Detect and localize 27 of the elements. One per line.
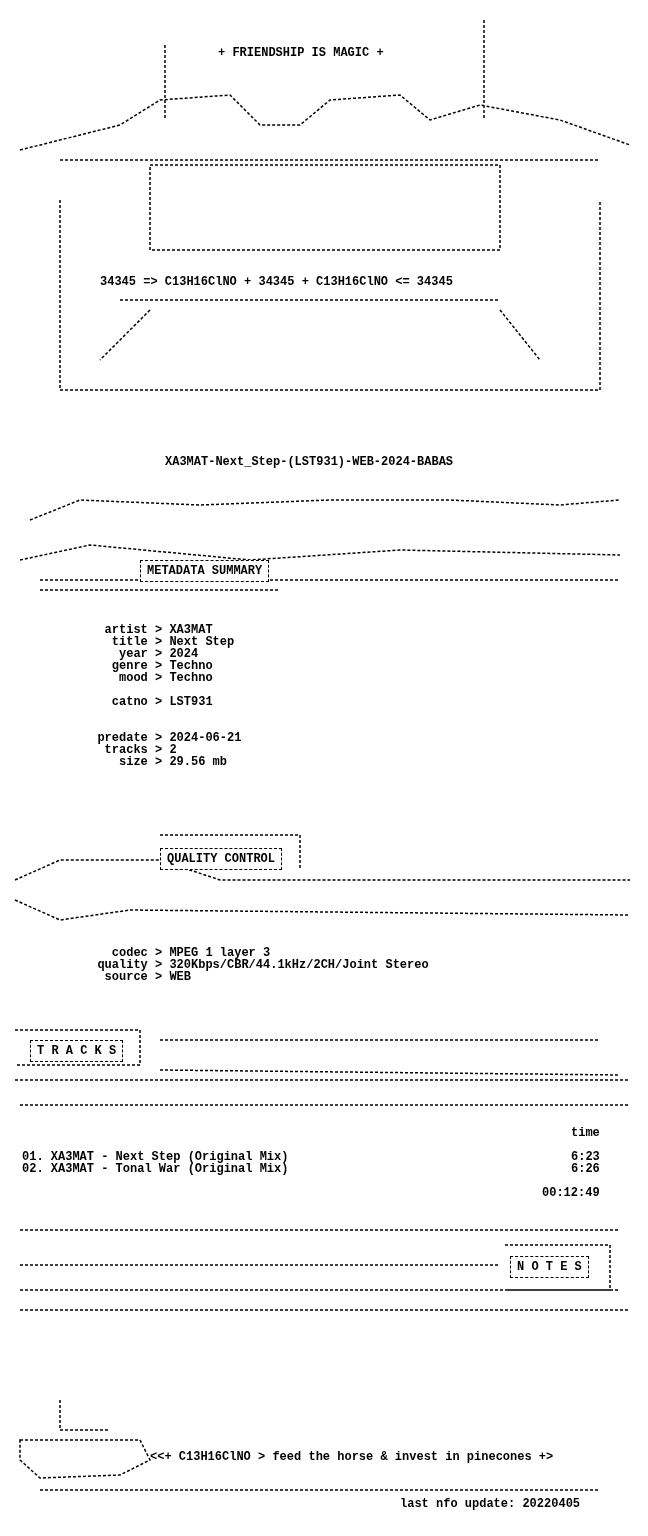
release-name: XA3MAT-Next_Step-(LST931)-WEB-2024-BABAS — [165, 455, 454, 469]
metadata-field: quality > 320Kbps/CBR/44.1kHz/2CH/Joint Stereo — [97, 958, 429, 972]
metadata-field: mood > Techno — [119, 671, 213, 685]
metadata-field: year > 2024 — [119, 647, 199, 661]
section-heading-box: METADATA SUMMARY — [140, 560, 270, 582]
nfo-text: last nfo update: 20220405 — [400, 1497, 581, 1511]
section-heading-box: QUALITY CONTROL — [160, 848, 283, 870]
section-heading-box: N O T E S — [510, 1256, 589, 1278]
time-text: 6:23 — [571, 1150, 600, 1164]
metadata-field: predate > 2024-06-21 — [97, 731, 242, 745]
metadata-field: codec > MPEG 1 layer 3 — [111, 946, 271, 960]
nfo-text: <<+ C13H16ClNO > feed the horse & invest in pinecones +> — [150, 1450, 554, 1464]
metadata-field: size > 29.56 mb — [119, 755, 228, 769]
metadata-field: source > WEB — [104, 970, 191, 984]
metadata-field: catno > LST931 — [111, 695, 213, 709]
time-text: 00:12:49 — [542, 1186, 600, 1200]
time-text: 6:26 — [571, 1162, 600, 1176]
section-heading-box: T R A C K S — [30, 1040, 124, 1062]
metadata-field: tracks > 2 — [104, 743, 177, 757]
metadata-field: title > Next Step — [111, 635, 235, 649]
banner-text: + FRIENDSHIP IS MAGIC + — [218, 46, 384, 60]
metadata-field: genre > Techno — [111, 659, 213, 673]
formula-line: 34345 => C13H16ClNO + 34345 + C13H16ClNO <= 34345 — [100, 275, 453, 289]
nfo-text: 01. XA3MAT - Next Step (Original Mix) — [22, 1150, 289, 1164]
nfo-text: 02. XA3MAT - Tonal War (Original Mix) — [22, 1162, 289, 1176]
metadata-field: artist > XA3MAT — [104, 623, 213, 637]
time-text: time — [571, 1126, 600, 1140]
